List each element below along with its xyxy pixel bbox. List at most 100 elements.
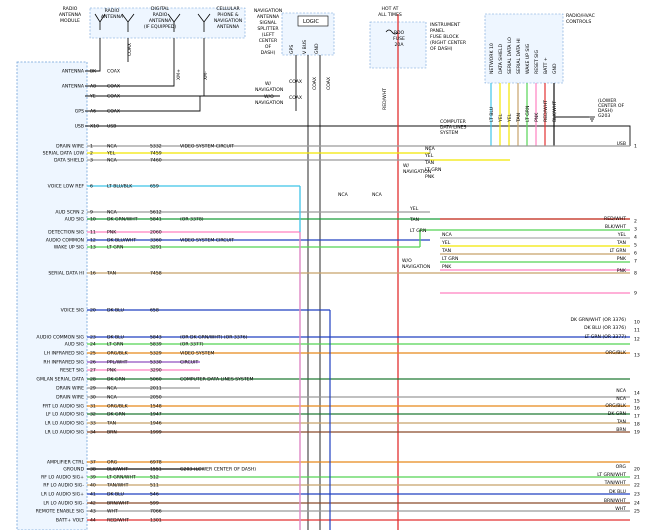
lt-grn-label: LT GRN bbox=[425, 167, 441, 173]
wire-note: G203 (LOWER CENTER OF DASH) bbox=[180, 467, 256, 473]
radio-antenna-module-box bbox=[89, 7, 246, 39]
circuit-number: 2060 bbox=[150, 230, 162, 236]
wire-color-label: PNK bbox=[107, 368, 117, 374]
right-pin-number: 24 bbox=[634, 501, 640, 507]
pin-number: 40 bbox=[90, 483, 96, 489]
wire-color-label: NCA bbox=[107, 386, 118, 392]
pin-number: 43 bbox=[90, 509, 96, 515]
right-wire-label: ORG/BLK bbox=[605, 350, 627, 356]
circuit-number: 511 bbox=[150, 483, 159, 489]
tan-label: TAN bbox=[409, 217, 419, 223]
right-wire-label: TAN bbox=[616, 240, 626, 246]
gps-tag: GPS bbox=[289, 45, 295, 54]
wire-color-label: DK GRN bbox=[107, 412, 125, 418]
wire-color-label: DK BLU bbox=[107, 308, 124, 314]
computer-data-lines-label: SYSTEM bbox=[440, 130, 458, 136]
nca-label: NCA bbox=[372, 192, 383, 198]
yel-label: YEL bbox=[441, 240, 451, 246]
circuit-number: 1999 bbox=[150, 430, 162, 436]
right-pin-number: 25 bbox=[634, 509, 640, 515]
right-pin-number: 15 bbox=[634, 399, 640, 405]
radio-antenna-label: RADIO bbox=[105, 8, 120, 14]
nav-label: W/ bbox=[265, 81, 272, 87]
pin-number: 38 bbox=[90, 467, 96, 473]
nca-label: NCA bbox=[425, 146, 436, 152]
right-pin-number: 21 bbox=[634, 475, 640, 481]
circuit-number: 3290 bbox=[150, 368, 162, 374]
xm-wire bbox=[85, 38, 175, 87]
wo-nav-label: NAVIGATION bbox=[255, 100, 283, 106]
circuit-number: 546 bbox=[150, 492, 159, 498]
hvac-wire-color: PNK bbox=[534, 112, 540, 122]
wire-color-label: COAX bbox=[107, 109, 120, 115]
right-pin-number: 23 bbox=[634, 492, 640, 498]
pin-label: LR LO AUDIO SIG bbox=[45, 430, 84, 436]
pin-label: DRAIN WIRE bbox=[56, 395, 84, 401]
pin-label: REMOTE ENABLE SIG bbox=[36, 509, 85, 515]
usb-wire bbox=[85, 125, 631, 146]
pin-number: X10 bbox=[90, 124, 99, 130]
right-wire-label: TAN bbox=[616, 419, 626, 425]
pin-number: 9 bbox=[90, 210, 93, 216]
lt-grn-label: LT GRN bbox=[442, 256, 458, 262]
nca-label: NCA bbox=[442, 232, 453, 238]
right-wire-label: NCA bbox=[616, 396, 627, 402]
xm-minus-tag: XM- bbox=[203, 71, 209, 80]
pin-label: RF LO AUDIO SIG+ bbox=[41, 475, 84, 481]
nca-label: NCA bbox=[338, 192, 349, 198]
wire-color-label: NCA bbox=[107, 158, 118, 164]
nav-label: NAVIGATION bbox=[255, 87, 283, 93]
circuit-number: 5329 bbox=[150, 351, 162, 357]
pin-label: DATA SHIELD bbox=[54, 158, 84, 164]
wire-color-label: TAN bbox=[106, 421, 116, 427]
instrument-panel-label: OF DASH) bbox=[430, 46, 453, 52]
right-pin-number: 4 bbox=[634, 235, 637, 241]
instrument-panel-label: INSTRUMENT bbox=[430, 22, 460, 28]
wire-color-label: PNK bbox=[107, 230, 117, 236]
hvac-wire-color: YEL bbox=[498, 113, 504, 123]
wire-color-label: ORG/BLK bbox=[107, 404, 129, 410]
pin-number: 32 bbox=[90, 412, 96, 418]
pin-label: AMPLIFIER CTRL bbox=[47, 460, 85, 466]
navigation-splitter-label: ANTENNA bbox=[257, 14, 280, 20]
circuit-number: 5839 bbox=[150, 342, 162, 348]
circuit-number: 3360 bbox=[150, 238, 162, 244]
navigation-splitter-label: (LEFT bbox=[262, 32, 275, 38]
wire-color-label: NCA bbox=[107, 395, 118, 401]
right-wire-label: USB bbox=[617, 141, 626, 147]
pin-label: VOICE SIG bbox=[61, 308, 85, 314]
pin-label: AUD SIG bbox=[65, 217, 85, 223]
wire-color-label: NCA bbox=[107, 210, 118, 216]
digital-radio-antenna-label: ANTENNA bbox=[149, 18, 172, 24]
navigation-splitter-label: DASH) bbox=[261, 50, 276, 56]
hot-at-all-times-label: HOT AT bbox=[382, 6, 399, 12]
pin-label: AUDIO COMMON SIG bbox=[36, 335, 84, 341]
wire-color-label: BRN bbox=[107, 430, 117, 436]
hvac-wire-color: BLK/WHT bbox=[552, 101, 558, 122]
hvac-pin-name: WAKE UP SIG bbox=[525, 43, 531, 74]
computer-data-lines-label: COMPUTER bbox=[440, 119, 467, 125]
circuit-number: 7458 bbox=[150, 271, 162, 277]
pnk-label: PNK bbox=[425, 174, 435, 180]
hvac-wire-color: TAN bbox=[516, 113, 522, 123]
circuit-number: 5060 bbox=[150, 377, 162, 383]
right-pin-number: 18 bbox=[634, 422, 640, 428]
wo-nav-label: NAVIGATION bbox=[402, 264, 430, 270]
hvac-pin-name: RESET SIG bbox=[534, 50, 540, 74]
ground-g203-label: (LOWER bbox=[598, 98, 617, 104]
circuit-number: 6978 bbox=[150, 460, 162, 466]
pin-label: WAKE UP SIG bbox=[54, 245, 85, 251]
right-pin-number: 5 bbox=[634, 243, 637, 249]
pin-number: 23 bbox=[90, 335, 96, 341]
wire-color-label: PPL/WHT bbox=[107, 360, 128, 366]
wire-color-label: BRN/WHT bbox=[107, 501, 129, 507]
right-pin-number: 9 bbox=[634, 291, 637, 297]
hvac-pin-name: DATA SHIELD bbox=[498, 44, 504, 74]
fuse-icon bbox=[385, 29, 399, 35]
instrument-panel-label: (RIGHT CENTER bbox=[430, 40, 467, 46]
pin-label: FRT LO AUDIO SIG bbox=[42, 404, 84, 410]
radio-antenna-module-label: RADIO bbox=[63, 6, 78, 12]
hvac-pin-name: SERIAL DATA LO bbox=[507, 37, 513, 74]
wo-nav-label: W/O bbox=[402, 258, 412, 264]
pin-number: 25 bbox=[90, 351, 96, 357]
